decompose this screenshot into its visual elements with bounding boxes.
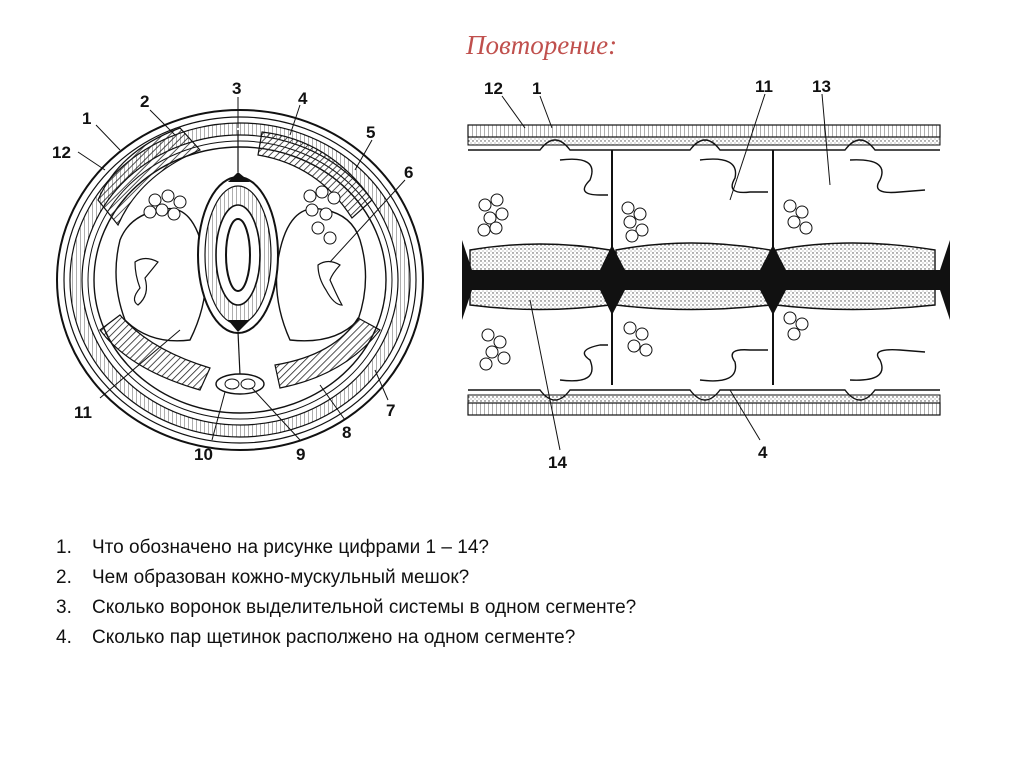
long-label-13: 13	[812, 77, 831, 96]
question-item: 4. Сколько пар щетинок располжено на одно…	[56, 623, 636, 653]
cross-label-5: 5	[366, 123, 375, 142]
cross-label-7: 7	[386, 401, 395, 420]
question-number: 1.	[56, 537, 72, 558]
questions-list: 1. Что обозначено на рисунке цифрами 1 – …	[56, 533, 636, 653]
long-label-4: 4	[758, 443, 768, 462]
cross-label-12: 12	[52, 143, 71, 162]
question-item: 3. Сколько воронок выделительной системы …	[56, 593, 636, 623]
cross-label-3: 3	[232, 79, 241, 98]
longitudinal-section-diagram: 12 1 11 13 14 4	[462, 77, 950, 472]
long-label-14: 14	[548, 453, 567, 472]
long-label-11: 11	[755, 77, 773, 96]
long-label-1: 1	[532, 79, 541, 98]
question-item: 1. Что обозначено на рисунке цифрами 1 – …	[56, 533, 636, 563]
long-label-12: 12	[484, 79, 503, 98]
slide-title: Повторение:	[466, 30, 618, 60]
cross-label-8: 8	[342, 423, 351, 442]
question-text: Сколько воронок выделительной системы в …	[92, 597, 637, 618]
question-number: 4.	[56, 627, 72, 648]
cross-label-4: 4	[298, 89, 308, 108]
cross-section-diagram: 1 2 3 4 5 6 7 8 9 10 11 12	[52, 79, 424, 464]
question-number: 2.	[56, 567, 72, 588]
worm-anatomy-figure: 1 2 3 4 5 6 7 8 9 10 11 12	[52, 77, 950, 472]
question-text: Сколько пар щетинок располжено на одном …	[92, 627, 576, 648]
question-number: 3.	[56, 597, 72, 618]
cross-label-11: 11	[74, 403, 92, 422]
cross-label-6: 6	[404, 163, 413, 182]
question-item: 2. Чем образован кожно-мускульный мешок?	[56, 563, 636, 593]
cross-label-10: 10	[194, 445, 213, 464]
question-text: Что обозначено на рисунке цифрами 1 – 14…	[92, 537, 489, 558]
cross-label-2: 2	[140, 92, 149, 111]
cross-label-9: 9	[296, 445, 305, 464]
cross-label-1: 1	[82, 109, 91, 128]
question-text: Чем образован кожно-мускульный мешок?	[92, 567, 470, 588]
